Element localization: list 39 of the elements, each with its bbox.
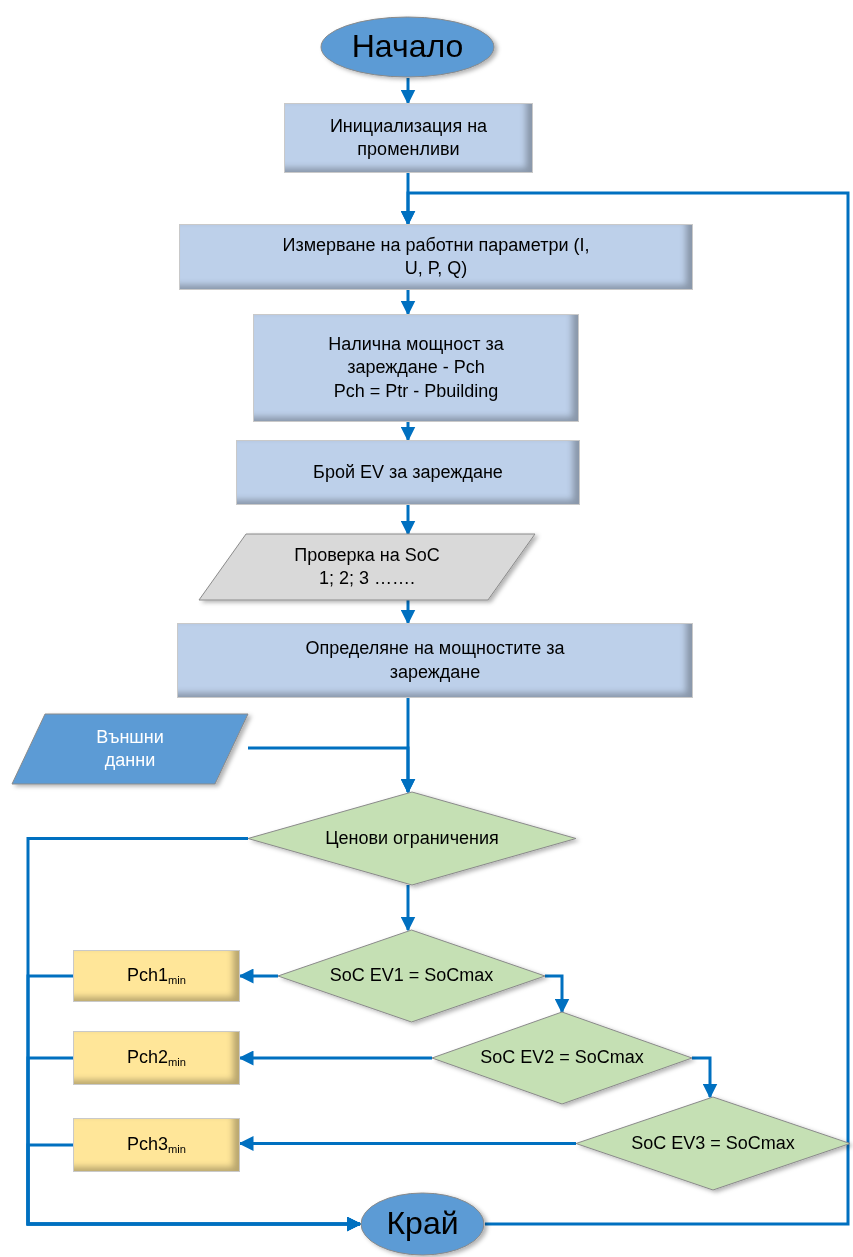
node-label: SoC EV3 = SoCmax [631,1131,795,1155]
node-label: Pch1$_{min}$ [127,964,186,988]
arrow [238,1050,432,1066]
process-box [253,314,579,422]
node-label: Проверка на SoC 1; 2; 3 ……. [293,543,441,590]
arrow [248,746,416,794]
output-box [73,1031,240,1085]
arrow [238,1136,576,1151]
node-label: Ценови ограничения [325,826,499,850]
node-label: SoC EV2 = SoCmax [480,1046,644,1070]
process-box [179,224,693,290]
node-label: Измерване на работни параметри (I, U, P, Q) [281,233,591,280]
arrow [400,290,416,316]
node-label: Инициализация на променливи [328,114,489,161]
process-box [177,623,693,698]
process-box [284,103,533,173]
arrow [400,885,416,932]
node-label: Брой EV за зареждане [313,460,503,484]
arrow [238,968,278,984]
arrow [400,191,850,1226]
arrow [26,1143,362,1232]
node-label: Налична мощност за зареждане - Pch [327,332,505,380]
arrow [400,600,416,625]
arrow [400,505,416,536]
node-label: SoC EV1 = SoCmax [329,964,494,988]
arrow [400,78,416,105]
output-box [73,1118,240,1172]
output-box [73,950,240,1002]
node-label: Външни данни [95,725,165,772]
node-label: Pch3$_{min}$ [127,1133,186,1157]
node-label: Начало [351,27,464,67]
arrow [545,974,570,1014]
arrow [692,1056,718,1099]
node-label: Определяне на мощностите за зареждане [304,637,566,684]
node-label: Pch = Ptr - Pbuilding [333,379,499,403]
process-box [236,440,580,505]
node-label: Pch2$_{min}$ [127,1046,186,1070]
node-label: Край [386,1204,459,1244]
arrow [400,422,416,442]
